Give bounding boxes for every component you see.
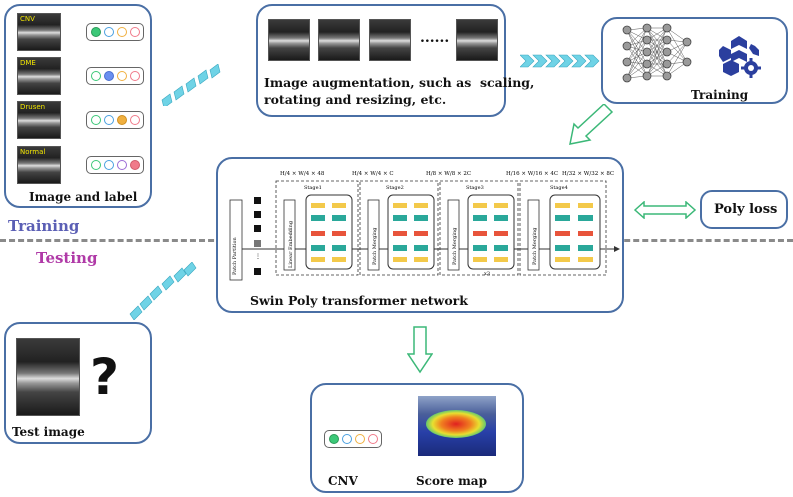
dim-label-1: H/4 × W/4 × 48	[280, 171, 325, 177]
class-label-dme: DME	[20, 59, 36, 67]
label-dot	[104, 27, 114, 37]
patch-merging-label-3: Patch Merging	[532, 227, 538, 265]
label-dot	[130, 115, 140, 125]
image-and-label-caption: Image and label	[29, 190, 138, 204]
swin-block-stage1	[305, 194, 353, 270]
label-dot	[117, 71, 127, 81]
label-dot	[130, 71, 140, 81]
score-map-label: Score map	[416, 474, 487, 488]
swin-block-stage4	[549, 194, 601, 270]
prediction-vector	[324, 430, 382, 448]
network-caption: Swin Poly transformer network	[250, 293, 468, 308]
stage3-repeat-label: x3	[484, 271, 490, 277]
label-dot	[117, 160, 127, 170]
oct-image-drusen: Drusen	[17, 101, 61, 139]
prediction-dot	[342, 434, 352, 444]
augmented-image-3	[369, 19, 411, 61]
training-node-caption: Training	[691, 88, 749, 102]
network-panel: Patch Partition ⋮ H/4 × W/4 × 48 H/4 × W…	[216, 157, 624, 313]
label-dot	[130, 160, 140, 170]
cnv-result-label: CNV	[328, 474, 358, 488]
training-phase-label: Training	[8, 217, 80, 235]
label-vector-dme	[86, 67, 144, 85]
double-arrow-poly-loss	[634, 201, 696, 219]
label-dot	[130, 27, 140, 37]
arrow-network-to-results	[407, 326, 433, 374]
label-dot	[117, 27, 127, 37]
augmentation-ellipsis: ......	[420, 30, 450, 46]
label-vector-cnv	[86, 23, 144, 41]
prediction-dot	[368, 434, 378, 444]
score-map-heatmap	[418, 396, 496, 456]
arrow-training-to-network	[569, 104, 614, 145]
test-oct-image	[16, 338, 80, 416]
augmented-image-1	[268, 19, 310, 61]
neural-network-icon	[622, 23, 692, 83]
results-panel: CNV Score map	[310, 383, 524, 493]
label-dot	[91, 71, 101, 81]
training-panel: Training	[601, 17, 788, 104]
augmented-image-4	[456, 19, 498, 61]
prediction-dot	[329, 434, 339, 444]
label-dot	[91, 27, 101, 37]
svg-text:⋮: ⋮	[255, 253, 261, 260]
swin-block-stage2	[387, 194, 435, 270]
swin-block-stage3	[467, 194, 515, 270]
test-image-panel: ? Test image	[4, 322, 152, 444]
dim-label-5: H/32 × W/32 × 8C	[562, 171, 614, 177]
augmentation-caption: Image augmentation, such as scaling, rot…	[264, 75, 535, 107]
label-dot	[91, 160, 101, 170]
chevron-arrow-to-training	[520, 54, 600, 68]
class-label-drusen: Drusen	[20, 103, 46, 111]
poly-loss-label: Poly loss	[714, 202, 778, 217]
augmentation-panel: ...... Image augmentation, such as scali…	[256, 4, 534, 117]
oct-image-cnv: CNV	[17, 13, 61, 51]
oct-image-normal: Normal	[17, 146, 61, 184]
patch-merging-label-2: Patch Merging	[452, 227, 458, 265]
label-dot	[104, 160, 114, 170]
stage3-label: Stage3	[466, 185, 484, 191]
model-gear-icon	[719, 36, 761, 78]
patch-partition-label: Patch Partition	[232, 237, 238, 275]
label-dot	[117, 115, 127, 125]
image-label-panel: CNV DME Drusen Normal Image and label	[4, 4, 152, 208]
prediction-dot	[355, 434, 365, 444]
label-dot	[104, 115, 114, 125]
augmented-image-2	[318, 19, 360, 61]
testing-phase-label: Testing	[36, 249, 98, 267]
label-dot	[91, 115, 101, 125]
stage1-label: Stage1	[304, 185, 322, 191]
label-vector-drusen	[86, 111, 144, 129]
dim-label-3: H/8 × W/8 × 2C	[426, 171, 471, 177]
dim-label-4: H/16 × W/16 × 4C	[506, 171, 558, 177]
stage2-label: Stage2	[386, 185, 404, 191]
patch-merging-label-1: Patch Merging	[372, 227, 378, 265]
chevron-arrow-from-test	[129, 262, 197, 320]
linear-embedding-label: Linear Embedding	[288, 220, 294, 268]
label-dot	[104, 71, 114, 81]
label-vector-normal	[86, 156, 144, 174]
poly-loss-panel: Poly loss	[700, 190, 788, 229]
oct-image-dme: DME	[17, 57, 61, 95]
class-label-normal: Normal	[20, 148, 46, 156]
chevron-arrow-to-augmentation	[161, 64, 221, 106]
stage4-label: Stage4	[550, 185, 568, 191]
question-mark: ?	[90, 348, 120, 406]
test-image-caption: Test image	[12, 425, 85, 439]
swin-architecture-diagram: Patch Partition ⋮ H/4 × W/4 × 48 H/4 × W…	[229, 171, 620, 281]
class-label-cnv: CNV	[20, 15, 35, 23]
dim-label-2: H/4 × W/4 × C	[352, 171, 394, 177]
